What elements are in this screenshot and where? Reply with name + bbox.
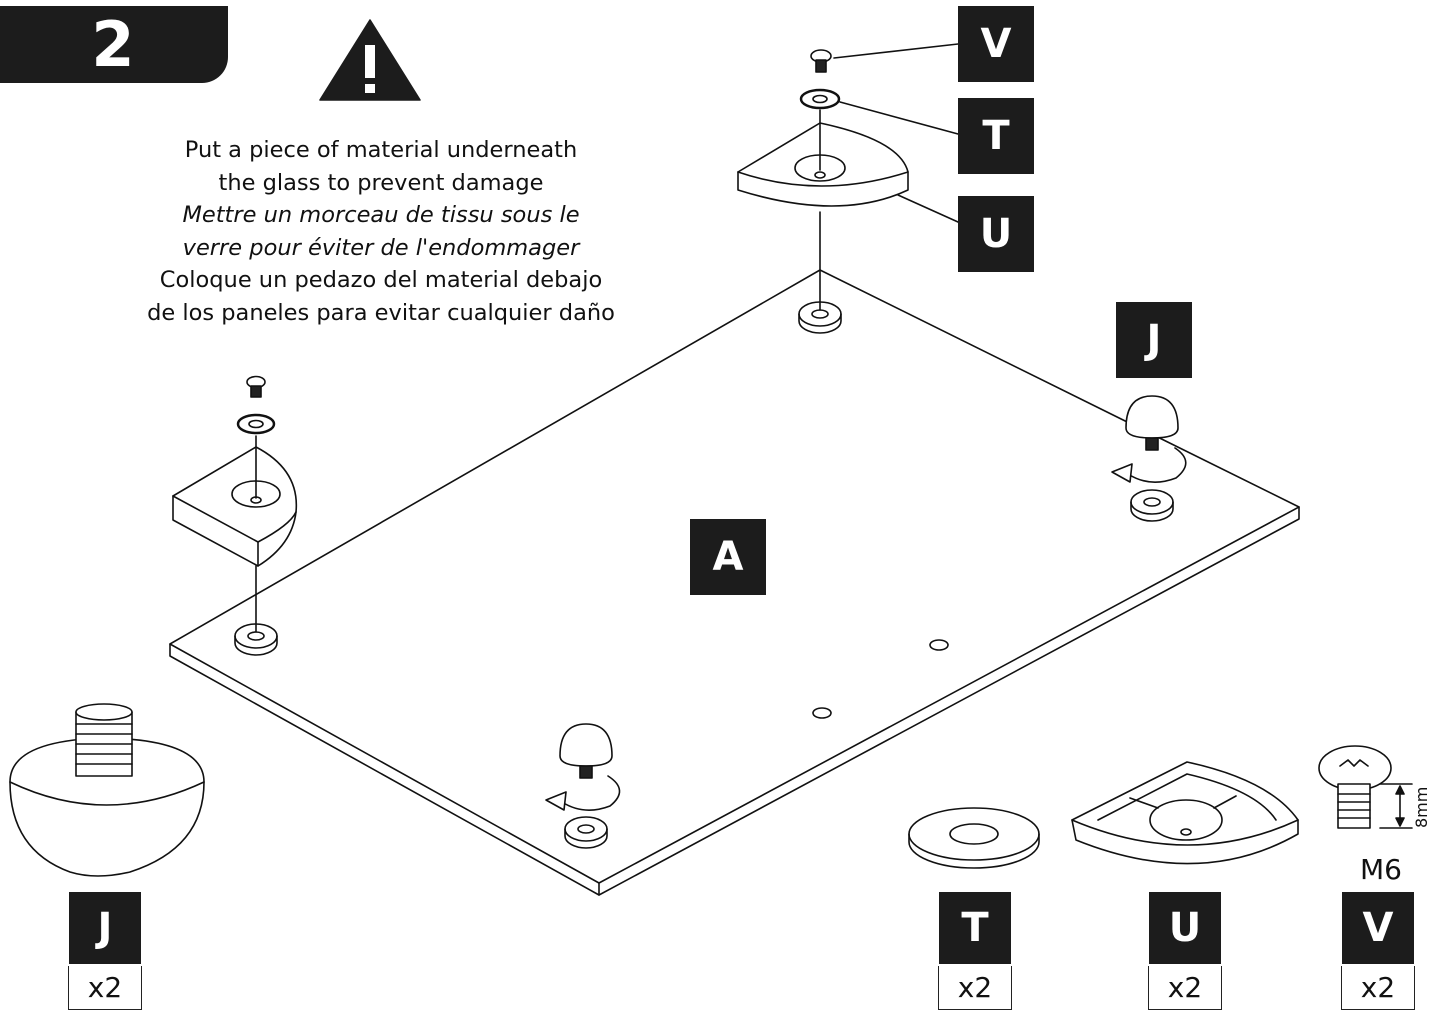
- callout-t: T: [958, 98, 1034, 174]
- part-bracket-u: [1071, 761, 1299, 865]
- panel-hole-right: [1130, 489, 1174, 522]
- part-label-j: J: [69, 892, 141, 964]
- warning-triangle-icon: [319, 19, 421, 101]
- part-label-v: V: [1342, 892, 1414, 964]
- leader-v: [833, 43, 959, 59]
- part-qty-j: x2: [68, 966, 142, 1010]
- part-label-u: U: [1149, 892, 1221, 964]
- right-foot: [1125, 395, 1179, 451]
- part-length-v: 8mm: [1412, 786, 1431, 828]
- leader-t: [839, 101, 959, 135]
- rotation-arrow-right-icon: [1111, 447, 1187, 483]
- left-washer: [236, 413, 276, 435]
- part-label-t: T: [939, 892, 1011, 964]
- left-screw: [246, 375, 266, 398]
- part-qty-v: x2: [1341, 966, 1415, 1010]
- left-bracket: [172, 446, 298, 567]
- part-size-v: M6: [1360, 853, 1402, 886]
- callout-v: V: [958, 6, 1034, 82]
- warning-line-en-2: the glass to prevent damage: [218, 169, 544, 196]
- leader-u: [897, 194, 959, 223]
- warning-line-es-1: Coloque un pedazo del material debajo: [159, 267, 603, 293]
- warning-line-fr-2: verre pour éviter de l'endommager: [182, 234, 580, 261]
- warning-line-fr-1: Mettre un morceau de tissu sous le: [182, 202, 580, 228]
- part-screw-v: [1318, 745, 1413, 829]
- warning-line-es-2: de los paneles para evitar cualquier dañ…: [147, 299, 615, 326]
- panel-hole-bottom: [564, 816, 608, 849]
- part-qty-t: x2: [938, 966, 1012, 1010]
- callout-a: A: [690, 519, 766, 595]
- part-foot-j: [9, 703, 205, 877]
- part-qty-u: x2: [1148, 966, 1222, 1010]
- top-screw: [810, 49, 832, 73]
- callout-u: U: [958, 196, 1034, 272]
- warning-line-en-1: Put a piece of material underneath: [184, 137, 578, 163]
- part-washer-t: [908, 807, 1040, 869]
- top-bracket: [737, 122, 909, 207]
- bottom-foot: [559, 723, 613, 779]
- step-number: 2: [91, 8, 137, 81]
- rotation-arrow-bottom-icon: [545, 775, 621, 811]
- callout-j: J: [1116, 302, 1192, 378]
- warning-text: Put a piece of material underneath the g…: [96, 134, 666, 329]
- step-tab: [0, 6, 228, 83]
- top-washer: [799, 88, 841, 110]
